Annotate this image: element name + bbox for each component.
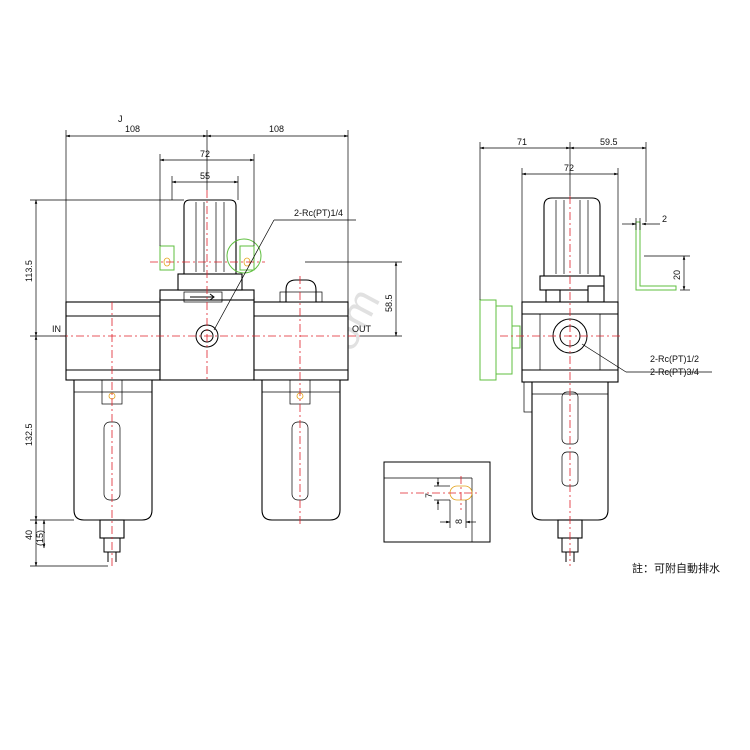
slot-detail-frame: [383, 461, 491, 543]
left-filter-head: [65, 301, 161, 381]
corner-mark: J: [118, 114, 123, 124]
side-knob: [543, 197, 601, 277]
in-label: IN: [52, 324, 61, 334]
dim-side-left: 71: [517, 137, 527, 147]
right-lubricator-bowl: [261, 379, 341, 521]
dim-drain-height: 40: [24, 530, 34, 540]
dim-side-right: 59.5: [600, 137, 618, 147]
regulator-knob: [183, 199, 237, 275]
dim-front-right-width: 108: [269, 124, 284, 134]
slot-detail: 7 8: [383, 461, 491, 543]
dim-drain-extra: (15): [35, 530, 45, 546]
out-label: OUT: [352, 324, 372, 334]
main-port-label-2: 2-Rc(PT)3/4: [650, 367, 699, 377]
left-filter-bowl: [73, 379, 153, 521]
dim-knob-width: 55: [200, 171, 210, 181]
dim-regulator-width: 72: [200, 149, 210, 159]
side-view: 71 59.5 72 2 20 2-Rc(PT)1/2 2-Rc(PT)3/4: [479, 137, 712, 566]
front-view: IN OUT 108 108 72 55 113.5 132.5 40 (15): [24, 124, 402, 567]
auto-drain-note: 註：可附自動排水: [632, 561, 720, 575]
dim-bracket-thickness: 2: [662, 214, 667, 224]
side-bowl: [531, 381, 609, 521]
dim-slot-width: 8: [454, 519, 464, 524]
dim-bottom-height: 132.5: [24, 423, 34, 446]
dim-side-width: 72: [564, 163, 574, 173]
dim-port-height: 58.5: [384, 294, 394, 312]
dim-slot-height: 7: [424, 493, 434, 498]
dim-bracket-height: 20: [672, 270, 682, 280]
main-port-label-1: 2-Rc(PT)1/2: [650, 354, 699, 364]
dim-front-left-width: 108: [125, 124, 140, 134]
dim-top-height: 113.5: [24, 260, 34, 282]
gauge-port-label: 2-Rc(PT)1/4: [294, 208, 343, 218]
right-filter-head: [253, 301, 349, 381]
